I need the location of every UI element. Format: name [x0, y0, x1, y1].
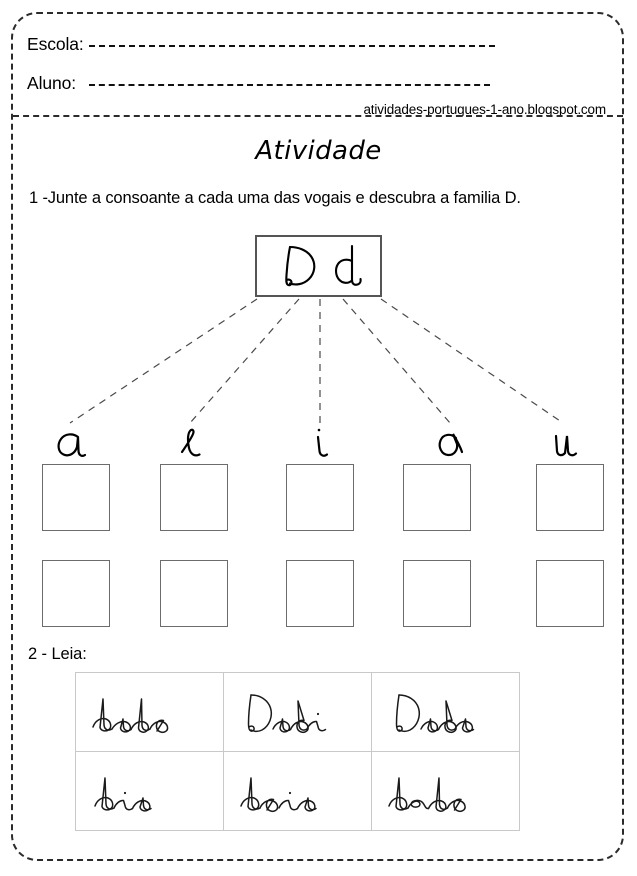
vowel-column-u	[518, 424, 613, 460]
blog-credit-text: atividades-portugues-1-ano.blogspot.com	[363, 102, 606, 117]
answer-box-r1c2[interactable]	[160, 464, 228, 531]
vowel-column-i	[273, 424, 368, 460]
answer-box-r1c5[interactable]	[536, 464, 604, 531]
cursive-word-dida	[395, 694, 474, 734]
table-row	[75, 672, 520, 752]
vowel-column-e	[143, 424, 238, 460]
table-row	[75, 751, 520, 831]
cursive-word-dado	[91, 698, 168, 734]
answer-box-r2c5[interactable]	[536, 560, 604, 627]
cursive-word-didi	[247, 694, 326, 734]
answer-box-r1c1[interactable]	[42, 464, 110, 531]
answer-box-r2c3[interactable]	[286, 560, 354, 627]
word-cell-doia	[223, 751, 372, 831]
escola-field-row: Escola:	[27, 34, 495, 55]
aluno-write-line[interactable]	[89, 84, 491, 86]
cursive-i-glyph	[273, 424, 368, 460]
consonant-box	[255, 235, 382, 297]
word-cell-dado	[75, 672, 224, 752]
header-divider	[13, 115, 623, 117]
exercise-1-instruction: 1 -Junte a consoante a cada uma das voga…	[29, 189, 521, 207]
cursive-a-glyph	[23, 424, 118, 460]
exercise-2-instruction: 2 - Leia:	[28, 645, 87, 663]
word-cell-didi	[223, 672, 372, 752]
cursive-u-glyph	[518, 424, 613, 460]
word-cell-dedo	[371, 751, 520, 831]
answer-box-r1c4[interactable]	[403, 464, 471, 531]
word-cell-dida	[371, 672, 520, 752]
cursive-e-glyph	[143, 424, 238, 460]
answer-box-r1c3[interactable]	[286, 464, 354, 531]
cursive-word-doia	[239, 777, 317, 813]
cursive-word-dia	[93, 777, 152, 812]
vowel-column-o	[403, 424, 498, 460]
word-cell-dia	[75, 751, 224, 831]
cursive-word-dedo	[387, 777, 466, 813]
escola-write-line[interactable]	[88, 45, 495, 47]
escola-label: Escola:	[27, 34, 84, 54]
cursive-Dd-glyph	[285, 244, 362, 287]
aluno-label: Aluno:	[27, 73, 77, 93]
page-title: Atividade	[255, 136, 382, 166]
answer-box-r2c2[interactable]	[160, 560, 228, 627]
student-header: Escola: Aluno: atividades-portugues-1-an…	[13, 14, 622, 117]
aluno-field-row: Aluno:	[27, 73, 491, 94]
vowel-column-a	[23, 424, 118, 460]
cursive-o-glyph	[403, 424, 498, 460]
answer-box-r2c4[interactable]	[403, 560, 471, 627]
reading-table	[75, 672, 520, 831]
sheet-border	[11, 12, 624, 861]
answer-box-r2c1[interactable]	[42, 560, 110, 627]
